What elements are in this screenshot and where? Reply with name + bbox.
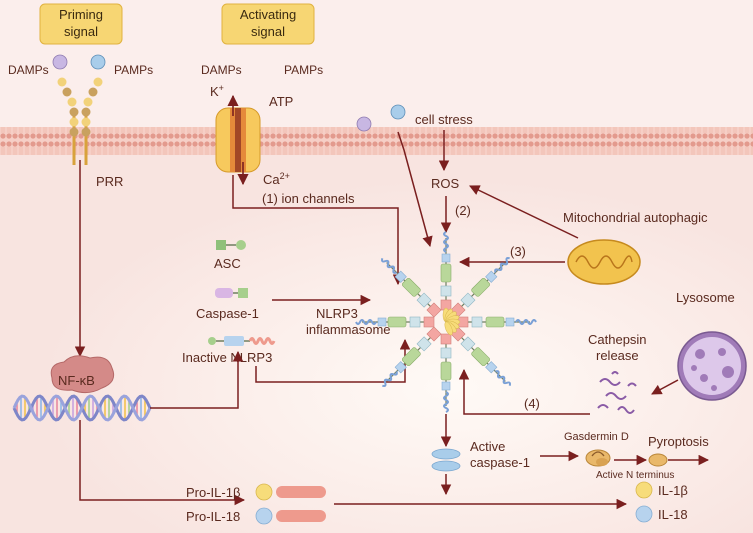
lysosome: [677, 331, 747, 401]
caspase1-icon: [215, 288, 248, 298]
damps-label-left: DAMPs: [8, 63, 49, 77]
svg-text:Priming: Priming: [59, 7, 103, 22]
active-caspase1-icon: [431, 448, 461, 472]
n-terminus-icon: [648, 453, 668, 467]
mito-label: Mitochondrial autophagic: [563, 210, 708, 225]
ion-channel-pathway-arrow: [232, 175, 404, 286]
cell-stress-label: cell stress: [415, 112, 473, 127]
cell-membrane: [0, 127, 753, 155]
asc-icon: [216, 240, 246, 250]
il1b-label: IL-1β: [658, 483, 688, 498]
asc-label: ASC: [214, 256, 241, 271]
cytoplasm: [0, 150, 753, 533]
inactive-nlrp3-icon: [208, 336, 276, 346]
inflammasome-spoke: [382, 326, 442, 387]
step4-label: (4): [524, 396, 540, 411]
particle-to-inflammasome-arrow: [397, 131, 433, 248]
prr-label: PRR: [96, 174, 123, 189]
pro-il18-label: Pro-IL-18: [186, 509, 240, 524]
inflammasome-spoke: [355, 316, 435, 328]
il18-label: IL-18: [658, 507, 688, 522]
inflammasome-spoke: [457, 316, 537, 328]
il1b-ball: [635, 481, 653, 499]
lysosome-to-cathepsin-arrow: [651, 379, 679, 395]
inactive-nlrp3-label: Inactive NLRP3: [182, 350, 272, 365]
nlrp3-inflammasome-label-1: NLRP3: [316, 306, 358, 321]
pro-il1b-tail: [276, 486, 326, 498]
cathepsin-to-inflammasome-arrow: [458, 368, 590, 415]
k-ion-label: K+: [210, 83, 224, 99]
mito-to-ros-arrow: [469, 185, 579, 239]
caspase1-label: Caspase-1: [196, 306, 259, 321]
pro-il18-tail: [276, 510, 326, 522]
dna-helix: [12, 394, 152, 422]
lysosome-label: Lysosome: [676, 290, 735, 305]
gasdermin-icon: [585, 449, 611, 467]
dna-to-pro-il-arrow: [79, 420, 246, 506]
pyroptosis-label: Pyroptosis: [648, 434, 709, 449]
inflammasome-spoke: [450, 257, 510, 318]
atp-label: ATP: [269, 94, 293, 109]
cell-stress-pamp-ball: [390, 104, 406, 120]
svg-text:signal: signal: [64, 24, 98, 39]
nlrp3-inflammasome: [355, 231, 537, 413]
active-caspase1-label-1: Active: [470, 439, 505, 454]
svg-text:Activating: Activating: [240, 7, 296, 22]
step3-label: (3): [510, 244, 526, 259]
mitochondrion: [567, 239, 641, 285]
svg-text:signal: signal: [251, 24, 285, 39]
ion-channel: [215, 107, 261, 173]
ros-label: ROS: [431, 176, 460, 191]
nfkb-protein: [50, 355, 115, 394]
inflammasome-spoke: [440, 333, 452, 413]
pro-il1b-label: Pro-IL-1β: [186, 485, 240, 500]
prr-receptor: [57, 77, 103, 165]
inflammasome-spoke: [381, 258, 442, 318]
ion-channels-label: (1) ion channels: [262, 191, 355, 206]
nlrp3-inflammasome-label-2: inflammasome: [306, 322, 391, 337]
step2-label: (2): [455, 203, 471, 218]
pamps-ball-left: [90, 54, 106, 70]
damps-ball-left: [52, 54, 68, 70]
pro-il1b-ball: [255, 483, 273, 501]
inflammasome-spoke: [440, 231, 452, 311]
cathepsin-label-1: Cathepsin: [588, 332, 647, 347]
pamps-label-right: PAMPs: [284, 63, 323, 77]
pro-il18-ball: [255, 507, 273, 525]
priming-signal-box: Priming signal: [39, 3, 123, 45]
ca-ion-label: Ca2+: [263, 171, 290, 187]
inflammasome-hub: [442, 307, 461, 336]
nfkb-to-inactive-nlrp3-arrow: [150, 350, 244, 409]
inflammasome-spoke: [450, 326, 511, 386]
activating-signal-box: Activating signal: [221, 3, 315, 45]
cell-stress-damp-ball: [356, 116, 372, 132]
cathepsin-fragments: [597, 371, 637, 414]
pamps-label-left: PAMPs: [114, 63, 153, 77]
gasdermin-label: Gasdermin D: [564, 431, 629, 443]
nfkb-label: NF-κB: [58, 373, 95, 388]
damps-label-right: DAMPs: [201, 63, 242, 77]
active-n-terminus-label: Active N terminus: [596, 470, 674, 481]
extracellular-space: [0, 0, 753, 130]
active-caspase1-label-2: caspase-1: [470, 455, 530, 470]
cathepsin-label-2: release: [596, 348, 639, 363]
il18-ball: [635, 505, 653, 523]
